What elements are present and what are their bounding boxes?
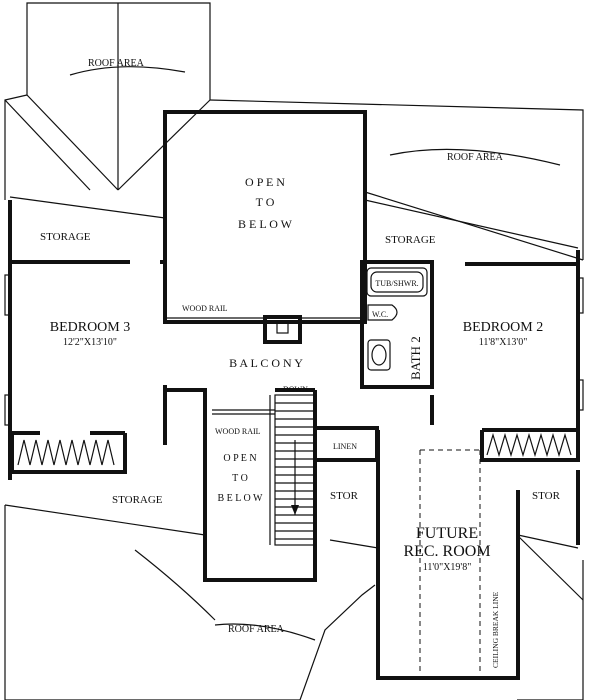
open-to-below-stair-line2: T O — [232, 473, 248, 484]
wood-rail-stair-label: WOOD RAIL — [215, 427, 261, 436]
future-rec-size: 11'0"X19'8" — [423, 562, 472, 573]
roof-area-label-3: ROOF AREA — [228, 624, 285, 635]
storage-label-right: STORAGE — [385, 234, 436, 246]
wc-label: W.C. — [372, 310, 388, 319]
open-to-below-stair-line3: B E L O W — [218, 493, 264, 504]
wood-rail-top-label: WOOD RAIL — [182, 304, 228, 313]
roof-area-label-2: ROOF AREA — [447, 152, 504, 163]
linen-label: LINEN — [333, 442, 357, 451]
future-rec-line1: FUTURE — [416, 525, 478, 542]
storage-label-left: STORAGE — [40, 231, 91, 243]
down-label: DOWN — [283, 385, 308, 394]
bedroom3-name: BEDROOM 3 — [50, 320, 131, 335]
balcony-label: B A L C O N Y — [229, 356, 303, 370]
future-rec-line2: REC. ROOM — [403, 543, 490, 560]
open-to-below-stair-line1: O P E N — [223, 453, 256, 464]
roof-outlines — [4, 2, 584, 700]
bedroom2-name: BEDROOM 2 — [463, 320, 544, 335]
ceiling-break-line-label: CEILING BREAK LINE — [491, 591, 500, 668]
bedroom3-size: 12'2"X13'10" — [63, 337, 117, 348]
open-to-below-main-line1: O P E N — [245, 175, 285, 189]
stor-label-right: STOR — [532, 490, 561, 502]
open-to-below-main-line2: T O — [256, 195, 275, 209]
roof-area-label-1: ROOF AREA — [88, 58, 145, 69]
stor-label-left: STOR — [330, 490, 359, 502]
bath2-label: BATH 2 — [408, 336, 423, 380]
details — [4, 66, 584, 675]
labels: ROOF AREA ROOF AREA ROOF AREA O P E N T … — [40, 58, 561, 668]
tub-shower-label: TUB/SHWR. — [375, 279, 418, 288]
bedroom2-size: 11'8"X13'0" — [479, 337, 528, 348]
open-to-below-main-line3: B E L O W — [238, 217, 293, 231]
storage-label-bottom: STORAGE — [112, 494, 163, 506]
